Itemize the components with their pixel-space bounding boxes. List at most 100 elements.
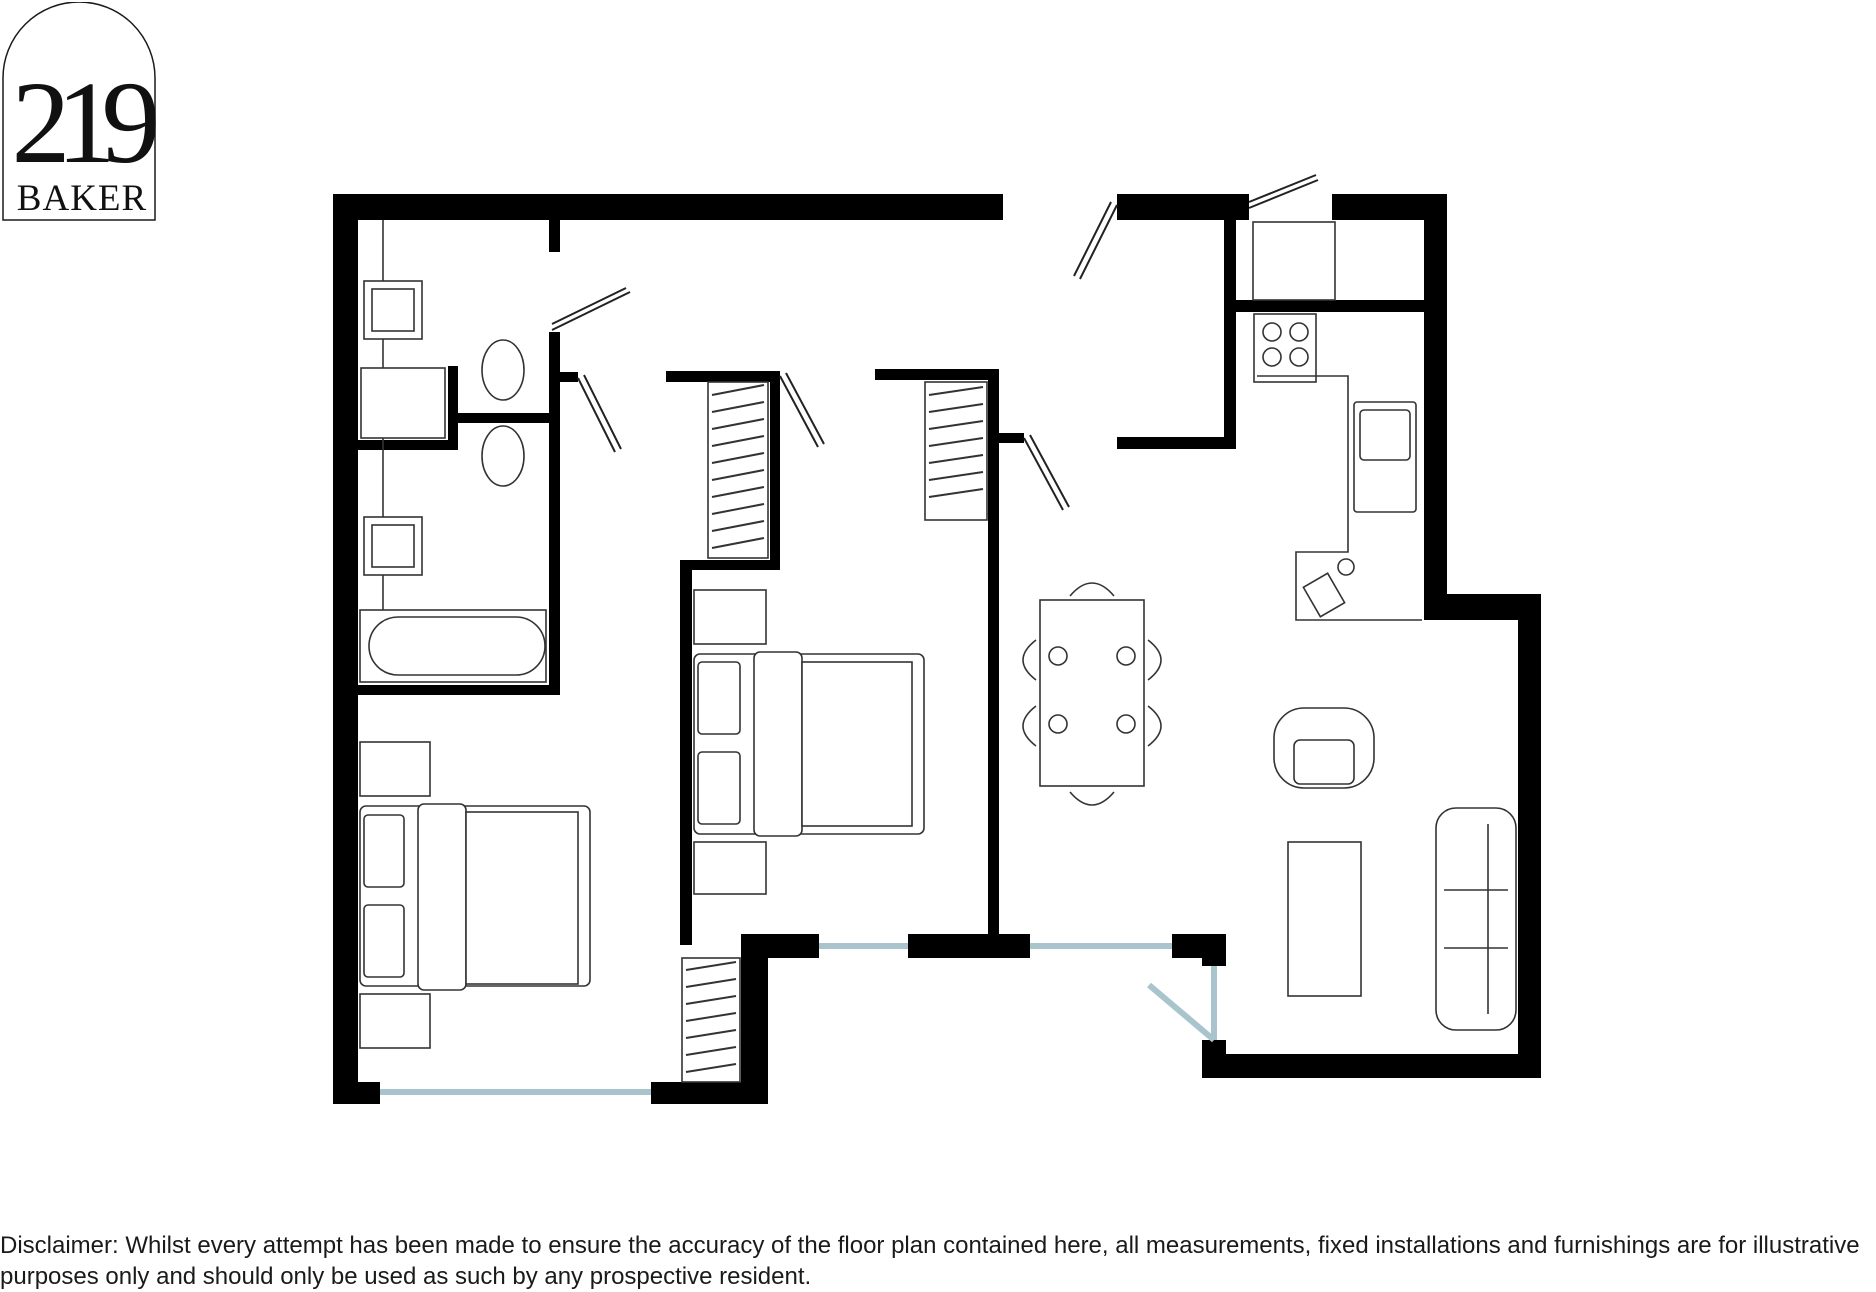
doors bbox=[551, 174, 1319, 511]
chair-left-1 bbox=[1022, 639, 1037, 681]
bed-2-headboard bbox=[753, 651, 803, 837]
wall-bath-right-upper bbox=[549, 332, 560, 694]
wall-right-upper bbox=[1424, 194, 1447, 596]
chair-right-2 bbox=[1147, 705, 1162, 747]
wall-bedroom2-wardrobe-right bbox=[770, 371, 780, 570]
logo-arch-frame bbox=[2, 2, 156, 221]
toilet-lower bbox=[481, 425, 525, 487]
door-bathroom bbox=[551, 291, 631, 331]
bedside-table-1a bbox=[359, 741, 431, 797]
place-setting-3 bbox=[1048, 714, 1068, 734]
door-cupboard bbox=[1248, 179, 1319, 209]
wall-left-outer bbox=[333, 194, 358, 1104]
wall-bedroom2-left bbox=[680, 560, 692, 945]
disclaimer-text: Disclaimer: Whilst every attempt has bee… bbox=[0, 1232, 1860, 1290]
basin-bottom-inner bbox=[371, 524, 415, 568]
bed-2-pillow-a bbox=[697, 661, 741, 735]
bed-1-headboard bbox=[417, 803, 467, 991]
bed-1-pillow-b bbox=[363, 904, 405, 978]
wall-bottom-left-stub bbox=[333, 1082, 380, 1104]
door-bedroom2a bbox=[779, 375, 819, 448]
logo-name: BAKER bbox=[17, 178, 147, 219]
wall-store-bottom bbox=[1117, 437, 1235, 449]
chair-left-2 bbox=[1022, 705, 1037, 747]
bedroom-1 bbox=[359, 741, 591, 1049]
dining-area bbox=[1022, 582, 1162, 806]
wall-bath-door-stub bbox=[560, 372, 578, 382]
wall-bedroom1-right-lower bbox=[741, 934, 768, 1104]
armchair-seat bbox=[1293, 739, 1355, 785]
wall-hall-door-post bbox=[1202, 934, 1226, 966]
hob-ring-4 bbox=[1289, 347, 1309, 367]
window-balcony-swing bbox=[1147, 982, 1216, 1043]
place-setting-4 bbox=[1116, 714, 1136, 734]
coffee-table bbox=[1287, 841, 1362, 997]
chair-right-1 bbox=[1147, 639, 1162, 681]
bed-1-pillow-a bbox=[363, 814, 405, 888]
microwave bbox=[1302, 572, 1346, 618]
kettle bbox=[1337, 558, 1355, 576]
wardrobe-bedroom2-right bbox=[924, 381, 988, 521]
wall-bath-bottom bbox=[358, 685, 560, 695]
wall-bottom-mid-block bbox=[651, 1082, 768, 1104]
kitchen-sink-bowl bbox=[1359, 409, 1411, 461]
bedside-table-2a bbox=[693, 589, 767, 645]
place-setting-2 bbox=[1116, 646, 1136, 666]
chair-top bbox=[1069, 582, 1115, 597]
wall-store-right bbox=[1224, 194, 1236, 449]
door-bedroom1 bbox=[577, 377, 616, 453]
kitchen bbox=[1252, 221, 1422, 621]
wall-shower-right bbox=[448, 366, 458, 450]
bed-2-pillow-b bbox=[697, 751, 741, 825]
door-bedroom2b bbox=[1023, 437, 1064, 511]
door-cupboard-b bbox=[1248, 174, 1317, 203]
bedside-table-2b bbox=[693, 841, 767, 895]
door-entrance bbox=[1079, 204, 1118, 280]
hob-ring-1 bbox=[1262, 322, 1282, 342]
wall-bottom-right bbox=[1202, 1054, 1541, 1078]
hob-ring-3 bbox=[1262, 347, 1282, 367]
wall-shower-bottom bbox=[358, 440, 458, 450]
dining-table bbox=[1039, 599, 1145, 787]
shower-tray bbox=[360, 367, 446, 439]
toilet-upper bbox=[481, 339, 525, 401]
door-bedroom2b-b bbox=[1029, 434, 1070, 508]
wall-top-left bbox=[333, 194, 1003, 220]
door-entrance-b bbox=[1073, 201, 1112, 277]
wall-right-outer bbox=[1518, 594, 1541, 1078]
place-setting-1 bbox=[1048, 646, 1068, 666]
bed-2-duvet bbox=[801, 661, 913, 827]
hangers-c bbox=[685, 961, 737, 1073]
cupboard-unit bbox=[1252, 221, 1336, 301]
wall-bath-stub-top bbox=[549, 220, 560, 252]
hangers-a bbox=[711, 384, 765, 549]
bedside-table-1b bbox=[359, 993, 431, 1049]
wall-bedroom2-bottom-left bbox=[741, 934, 819, 958]
wall-bedroom2-door-stub bbox=[999, 433, 1024, 443]
bed-1-duvet bbox=[465, 811, 579, 985]
wall-hall-bottom-post bbox=[1202, 1040, 1226, 1078]
wall-cupboard-bottom bbox=[1224, 300, 1424, 312]
windows bbox=[380, 943, 1217, 1095]
wall-bedroom2-top-right bbox=[875, 369, 999, 380]
sofa bbox=[1435, 807, 1517, 1031]
wall-bedroom2-right bbox=[988, 369, 999, 934]
chair-bottom bbox=[1069, 791, 1115, 806]
basin-top-inner bbox=[371, 288, 415, 332]
bedroom-2 bbox=[693, 589, 925, 895]
door-bedroom1-b bbox=[583, 374, 622, 450]
wall-bedroom2-top-left bbox=[666, 371, 780, 382]
door-bedroom2a-b bbox=[785, 372, 825, 445]
hangers-b bbox=[928, 386, 984, 498]
living-area bbox=[1273, 707, 1517, 1031]
bathroom bbox=[359, 220, 547, 683]
brand-logo: 219 BAKER bbox=[2, 2, 157, 221]
wall-wc-divider bbox=[458, 413, 549, 423]
wardrobe-hangers bbox=[685, 384, 984, 1073]
logo-number: 219 bbox=[12, 57, 157, 188]
door-bathroom-b bbox=[551, 287, 627, 325]
hob bbox=[1253, 313, 1317, 383]
kitchen-counter bbox=[1257, 375, 1422, 621]
hob-ring-2 bbox=[1289, 322, 1309, 342]
